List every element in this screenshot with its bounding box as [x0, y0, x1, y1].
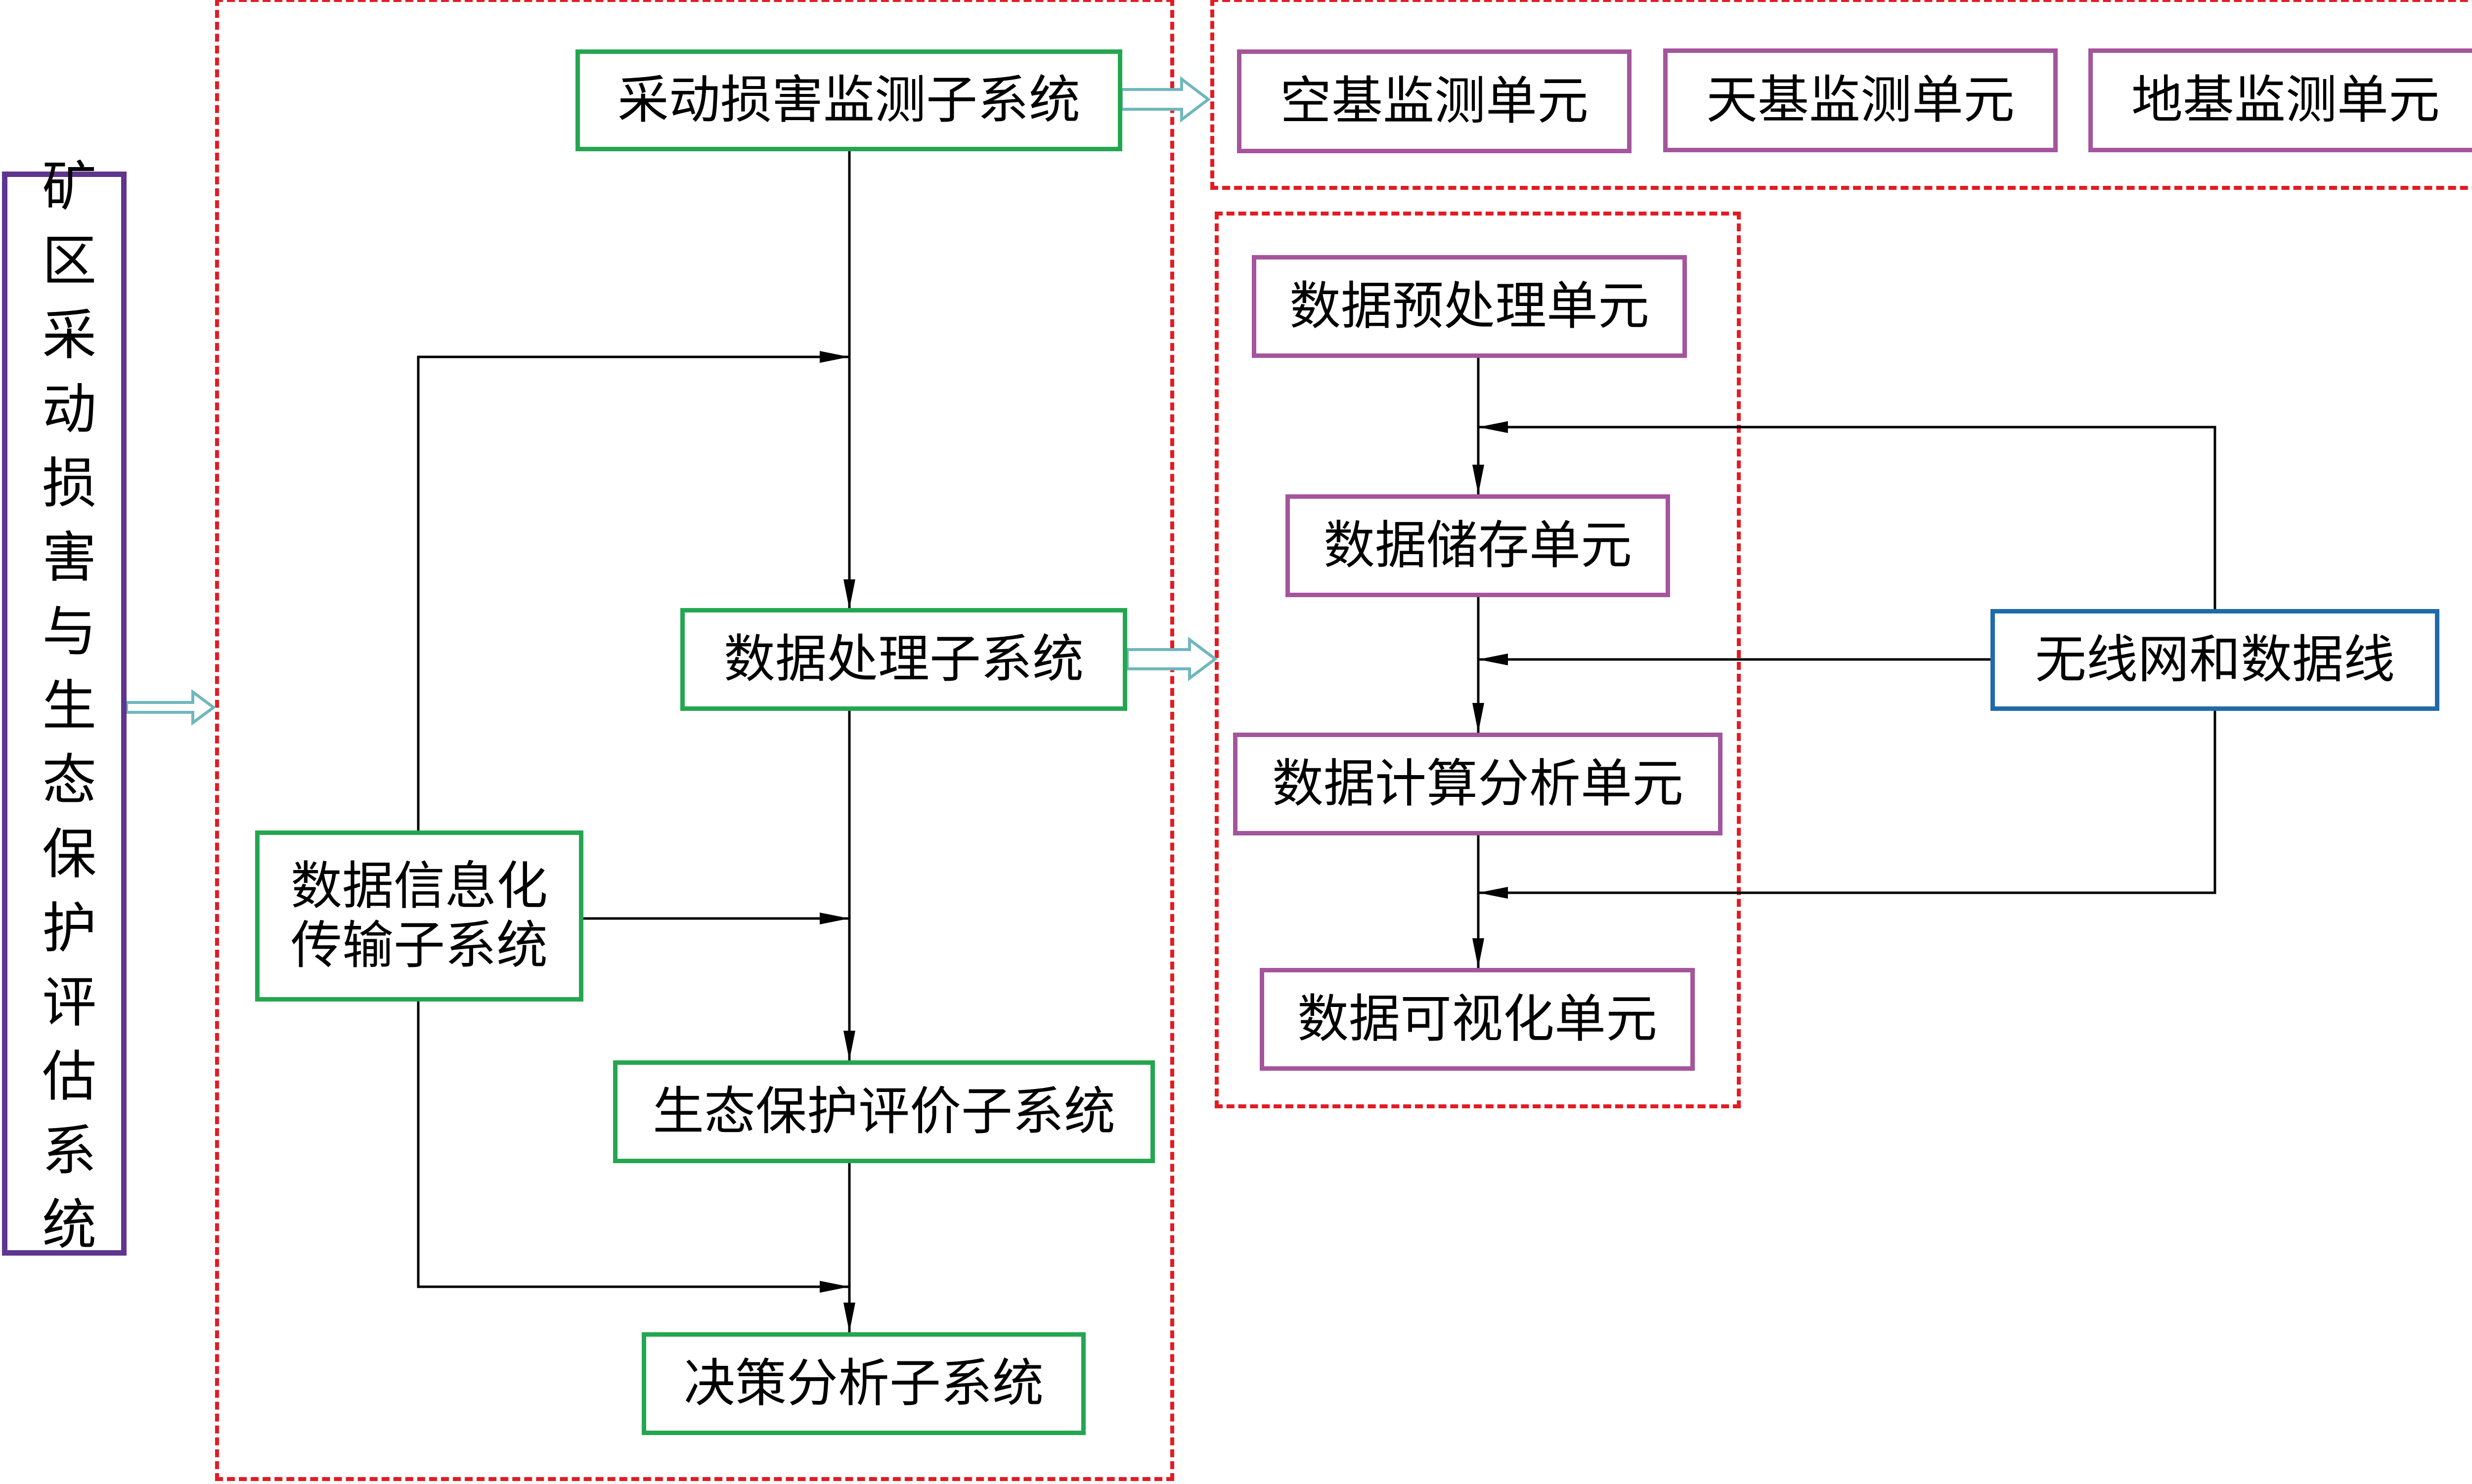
monitoring-unit-space: 天基监测单元	[1663, 48, 2058, 152]
arrow-network-to-storage-link	[1478, 421, 2216, 609]
hollow-arrow-root-to-subsystems	[125, 689, 217, 726]
monitoring-unit-group	[1210, 0, 2472, 190]
processing-unit-storage: 数据储存单元	[1285, 494, 1670, 597]
arrow-network-to-visual-link	[1478, 710, 2216, 899]
arrow-transmission-to-spine-top	[417, 351, 849, 830]
subsystem-transmission-label-line1: 数据信息化	[290, 856, 548, 917]
root-system-box: 矿区采动损害与生态保护评估系统	[2, 158, 127, 1270]
subsystem-transmission-label-line2: 传输子系统	[290, 915, 548, 975]
subsystem-evaluation-label: 生态保护评价子系统	[652, 1081, 1115, 1142]
processing-unit-storage-label: 数据储存单元	[1323, 515, 1632, 576]
subsystem-evaluation: 生态保护评价子系统	[613, 1060, 1155, 1163]
subsystem-processing-label: 数据处理子系统	[723, 629, 1084, 690]
processing-unit-preprocess-label: 数据预处理单元	[1289, 276, 1649, 337]
subsystem-monitoring-label: 采动损害监测子系统	[617, 70, 1080, 131]
subsystem-decision-label: 决策分析子系统	[683, 1353, 1044, 1414]
subsystem-decision: 决策分析子系统	[642, 1332, 1086, 1435]
processing-unit-visualization-label: 数据可视化单元	[1297, 989, 1657, 1049]
monitoring-unit-space-label: 天基监测单元	[1706, 70, 2015, 131]
monitoring-unit-air-label: 空基监测单元	[1280, 71, 1589, 131]
monitoring-unit-ground-label: 地基监测单元	[2131, 70, 2440, 131]
processing-unit-visualization: 数据可视化单元	[1260, 968, 1695, 1071]
subsystem-processing: 数据处理子系统	[680, 608, 1127, 711]
subsystem-transmission: 数据信息化 传输子系统	[255, 830, 583, 1002]
hollow-arrow-processing-to-units	[1126, 637, 1218, 681]
network-box: 无线网和数据线	[1990, 609, 2439, 711]
network-label: 无线网和数据线	[2034, 629, 2395, 690]
arrow-transmission-to-spine-bottom	[417, 1001, 849, 1293]
subsystem-group	[215, 0, 1174, 1481]
monitoring-unit-air: 空基监测单元	[1237, 49, 1632, 153]
monitoring-unit-ground: 地基监测单元	[2088, 48, 2472, 152]
hollow-arrow-monitoring-to-units	[1120, 76, 1211, 123]
processing-unit-preprocess: 数据预处理单元	[1252, 255, 1687, 358]
processing-unit-compute-label: 数据计算分析单元	[1272, 753, 1683, 814]
root-system-label: 矿区采动损害与生态保护评估系统	[33, 157, 96, 1270]
subsystem-monitoring: 采动损害监测子系统	[575, 49, 1122, 151]
processing-unit-compute: 数据计算分析单元	[1233, 733, 1722, 835]
